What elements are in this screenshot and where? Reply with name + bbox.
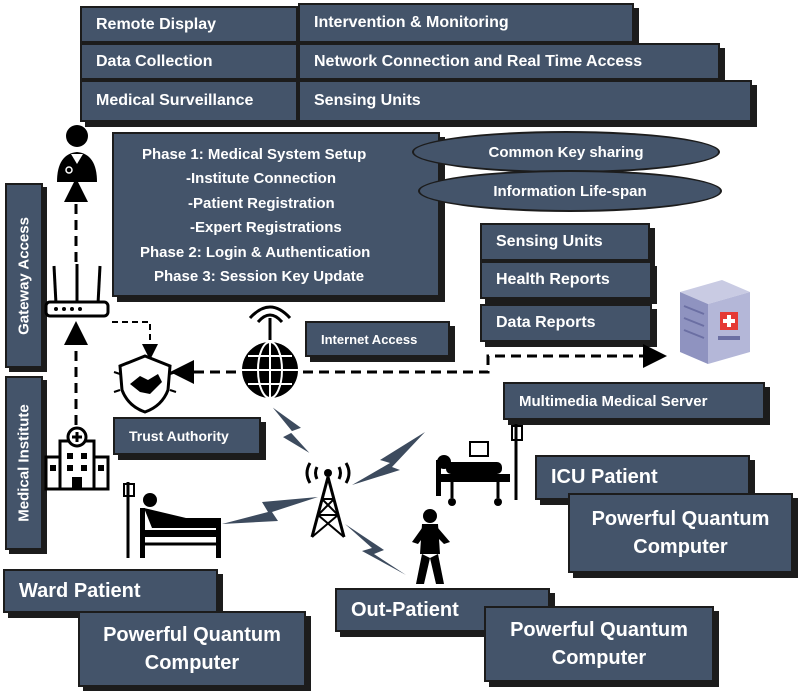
globe-antenna-icon: [242, 305, 298, 399]
lightning-icon: [345, 524, 406, 575]
multimedia-server-box: Multimedia Medical Server: [503, 382, 765, 420]
intervention-monitoring-box: Intervention & Monitoring: [298, 3, 634, 43]
sensing-units-top-box: Sensing Units: [298, 80, 752, 122]
health-reports-label: Health Reports: [496, 271, 610, 288]
sensing-units-server-label: Sensing Units: [496, 233, 603, 250]
pqc-bottom-box: Powerful Quantum Computer: [484, 606, 714, 682]
pqc-left-box: Powerful Quantum Computer: [78, 611, 306, 687]
pqc-right-box: Powerful Quantum Computer: [568, 493, 793, 573]
lightning-icon: [222, 497, 318, 524]
lightning-icon: [352, 432, 425, 485]
network-connection-label: Network Connection and Real Time Access: [314, 52, 643, 70]
sensing-units-top-label: Sensing Units: [314, 92, 421, 109]
icu-patient-label: ICU Patient: [551, 466, 658, 488]
phase1-expert: -Expert Registrations: [190, 219, 342, 236]
medical-surveillance-box: Medical Surveillance: [80, 80, 298, 122]
phase1-title: Phase 1: Medical System Setup: [142, 146, 367, 163]
info-lifespan-ellipse: Information Life-span: [418, 170, 722, 212]
pqc-bottom-label: Powerful Quantum Computer: [510, 619, 688, 669]
doctor-icon: [57, 125, 97, 182]
remote-display-label: Remote Display: [96, 15, 217, 33]
icu-bed-icon: [436, 424, 523, 506]
ward-bed-icon: [123, 482, 221, 558]
sensing-units-server-box: Sensing Units: [480, 223, 650, 261]
ward-patient-label: Ward Patient: [19, 579, 141, 602]
data-collection-label: Data Collection: [96, 52, 213, 70]
intervention-monitoring-label: Intervention & Monitoring: [314, 14, 509, 31]
phase3-title: Phase 3: Session Key Update: [154, 268, 365, 285]
router-trust-arrow: [112, 321, 158, 360]
medical-surveillance-label: Medical Surveillance: [96, 92, 254, 109]
common-key-ellipse: Common Key sharing: [412, 131, 720, 173]
handshake-shield-icon: [113, 354, 177, 414]
network-connection-box: Network Connection and Real Time Access: [298, 43, 720, 80]
info-lifespan-label: Information Life-span: [493, 182, 647, 200]
gateway-access-side-box: Gateway Access: [5, 183, 43, 368]
trust-authority-label: Trust Authority: [129, 428, 229, 444]
data-reports-label: Data Reports: [496, 314, 596, 331]
common-key-label: Common Key sharing: [488, 143, 644, 161]
globe-server-arrow: [303, 344, 667, 374]
pqc-left-label: Powerful Quantum Computer: [103, 624, 281, 674]
hospital-icon: [44, 426, 110, 491]
internet-access-label: Internet Access: [321, 331, 418, 347]
remote-display-box: Remote Display: [80, 6, 298, 43]
lightning-icon: [269, 404, 313, 456]
router-icon: [44, 264, 110, 318]
trust-authority-box: Trust Authority: [113, 417, 261, 455]
medical-institute-side-box: Medical Institute: [5, 376, 43, 550]
internet-access-box: Internet Access: [305, 321, 450, 357]
phase2-title: Phase 2: Login & Authentication: [140, 244, 371, 261]
cell-tower-icon: [305, 462, 351, 538]
health-reports-box: Health Reports: [480, 261, 652, 299]
phases-box: Phase 1: Medical System Setup -Institute…: [112, 132, 440, 297]
data-reports-box: Data Reports: [480, 304, 652, 342]
phase1-patient: -Patient Registration: [188, 195, 335, 212]
walking-patient-icon: [412, 509, 450, 584]
phase1-institute: -Institute Connection: [186, 170, 336, 187]
data-collection-box: Data Collection: [80, 43, 298, 80]
ward-patient-box: Ward Patient: [3, 569, 218, 613]
multimedia-server-label: Multimedia Medical Server: [519, 392, 708, 410]
server-icon: [680, 280, 750, 364]
pqc-right-label: Powerful Quantum Computer: [591, 508, 770, 558]
out-patient-label: Out-Patient: [351, 598, 459, 621]
